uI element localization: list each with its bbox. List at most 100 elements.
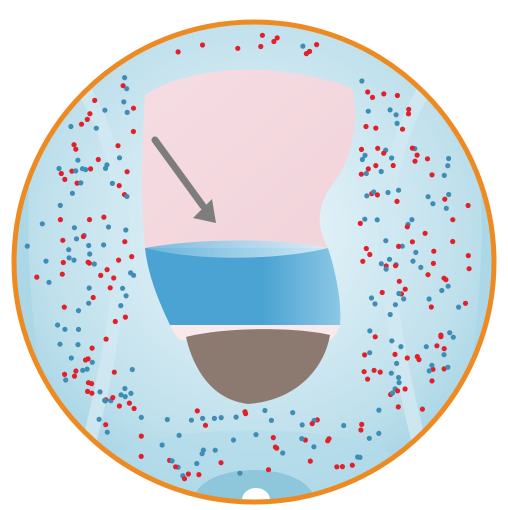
particle-dot [373,334,378,339]
particle-dot [115,143,120,148]
particle-dot [360,259,365,264]
particle-dot [87,285,92,290]
particle-dot [128,270,133,275]
particle-dot [340,464,345,469]
particle-dot [385,190,390,195]
particle-dot [87,261,92,266]
particle-dot [85,117,90,122]
particle-dot [102,108,107,113]
particle-dot [379,261,384,266]
particle-dot [373,163,378,168]
particle-dot [364,246,369,251]
particle-dot [397,279,402,284]
particle-dot [388,312,393,317]
particle-dot [429,172,434,177]
particle-dot [425,272,430,277]
particle-dot [124,86,129,91]
particle-dot [439,288,444,293]
particle-dot [334,464,339,469]
particle-dot [76,327,81,332]
blue-liquid-layer [145,248,340,325]
particle-dot [200,416,205,421]
particle-dot [234,415,239,420]
particle-dot [62,177,67,182]
particle-dot [444,206,449,211]
particle-dot [450,217,455,222]
particle-dot [62,327,67,332]
particle-dot [429,304,434,309]
particle-dot [63,377,68,382]
particle-dot [60,238,65,243]
particle-dot [367,252,372,257]
particle-dot [400,127,405,132]
particle-dot [101,215,106,220]
particle-dot [365,377,370,382]
particle-dot [231,437,236,442]
particle-dot [273,445,278,450]
particle-dot [110,181,115,186]
particle-dot [364,171,369,176]
particle-dot [384,267,389,272]
particle-dot [445,163,450,168]
particle-dot [237,471,242,476]
particle-dot [60,272,65,277]
particle-dot [389,371,394,376]
particle-dot [98,273,103,278]
particle-dot [106,224,111,229]
particle-dot [34,275,39,280]
particle-dot [442,173,447,178]
particle-dot [362,352,367,357]
particle-dot [392,352,397,357]
particle-dot [379,169,384,174]
particle-dot [280,450,285,455]
particle-dot [451,335,456,340]
particle-dot [395,388,400,393]
particle-dot [271,435,276,440]
particle-dot [86,380,91,385]
particle-dot [71,258,76,263]
particle-dot [130,367,135,372]
particle-dot [314,42,319,47]
particle-dot [438,334,443,339]
particle-dot [375,146,380,151]
particle-dot [357,455,362,460]
particle-dot [401,296,406,301]
particle-dot [132,406,137,411]
particle-dot [307,49,312,54]
particle-dot [443,277,448,282]
particle-dot [450,239,455,244]
particle-dot [378,370,383,375]
particle-dot [271,39,276,44]
particle-dot [447,330,452,335]
particle-dot [366,109,371,114]
particle-dot [410,146,415,151]
particle-dot [310,421,315,426]
particle-dot [394,199,399,204]
particle-dot [372,368,377,373]
particle-dot [466,203,471,208]
particle-dot [131,129,136,134]
particle-dot [388,107,393,112]
particle-dot [430,201,435,206]
particle-dot [409,217,414,222]
particle-dot [387,257,392,262]
particle-dot [139,454,144,459]
particle-dot [117,403,122,408]
particle-dot [128,391,133,396]
particle-dot [359,422,364,427]
particle-dot [86,301,91,306]
particle-dot [120,286,125,291]
particle-dot [266,467,271,472]
particle-dot [391,163,396,168]
particle-dot [325,438,330,443]
particle-dot [56,166,61,171]
particle-dot [70,191,75,196]
particle-dot [396,404,401,409]
particle-dot [121,99,126,104]
particle-dot [394,112,399,117]
particle-dot [201,448,206,453]
particle-dot [124,293,129,298]
particle-dot [139,434,144,439]
particle-dot [196,472,201,477]
